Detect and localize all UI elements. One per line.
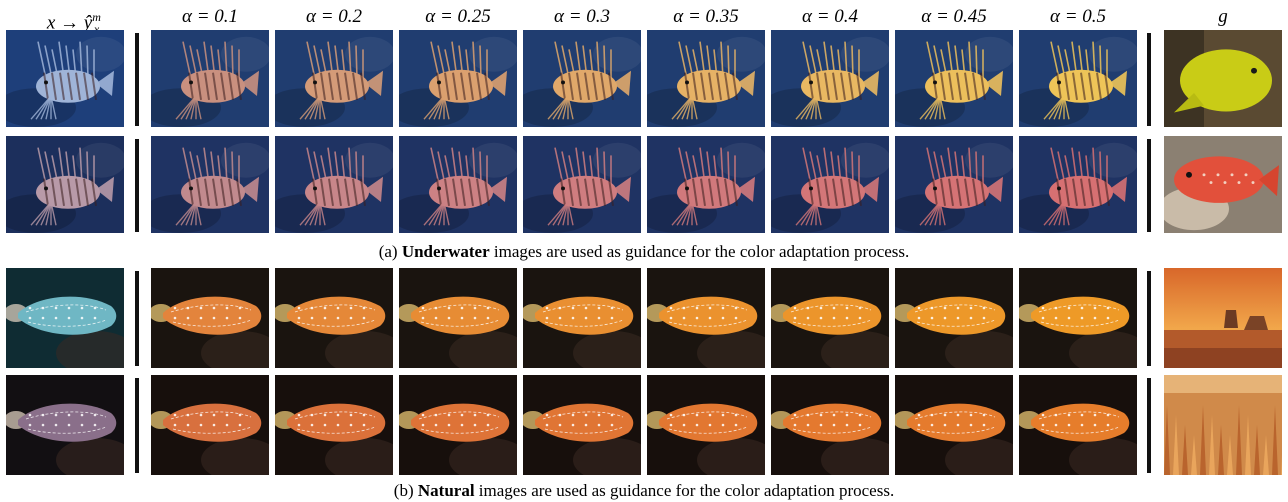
result-image-row-0-alpha-5 — [771, 30, 889, 127]
result-image-row-3-alpha-2 — [399, 375, 517, 475]
separator-left-bottom2 — [135, 378, 139, 473]
result-image-row-0-alpha-3 — [523, 30, 641, 127]
input-image-row-0 — [6, 30, 124, 127]
caption-a-prefix: (a) — [378, 242, 402, 261]
caption-b-rest: images are used as guidance for the colo… — [474, 481, 895, 500]
result-image-row-1-alpha-1 — [275, 136, 393, 233]
result-image-row-0-alpha-7 — [1019, 30, 1137, 127]
guide-image-row-3 — [1164, 375, 1282, 475]
header-guide: g — [1164, 4, 1282, 30]
result-image-row-2-alpha-0 — [151, 268, 269, 368]
result-image-row-3-alpha-4 — [647, 375, 765, 475]
separator-right-bottom — [1147, 271, 1151, 366]
guide-image-row-2 — [1164, 268, 1282, 368]
header-alpha-4: α = 0.35 — [673, 6, 739, 27]
result-image-row-2-alpha-3 — [523, 268, 641, 368]
separator-left-bottom — [135, 271, 139, 366]
caption-a: (a) Underwater images are used as guidan… — [0, 241, 1288, 263]
guide-image-row-0 — [1164, 30, 1282, 127]
caption-a-bold: Underwater — [401, 242, 490, 261]
result-image-row-2-alpha-4 — [647, 268, 765, 368]
result-image-row-0-alpha-2 — [399, 30, 517, 127]
input-image-row-1 — [6, 136, 124, 233]
input-image-row-3 — [6, 375, 124, 475]
separator-left-top2 — [135, 139, 139, 232]
result-image-row-0-alpha-0 — [151, 30, 269, 127]
result-image-row-2-alpha-5 — [771, 268, 889, 368]
result-image-row-1-alpha-6 — [895, 136, 1013, 233]
header-alpha-0: α = 0.1 — [181, 6, 239, 27]
result-image-row-1-alpha-2 — [399, 136, 517, 233]
result-image-row-3-alpha-6 — [895, 375, 1013, 475]
header-alpha-3: α = 0.3 — [553, 6, 611, 27]
result-image-row-3-alpha-3 — [523, 375, 641, 475]
result-image-row-0-alpha-1 — [275, 30, 393, 127]
result-image-row-2-alpha-1 — [275, 268, 393, 368]
caption-a-rest: images are used as guidance for the colo… — [489, 242, 910, 261]
result-image-row-3-alpha-5 — [771, 375, 889, 475]
caption-b: (b) Natural images are used as guidance … — [0, 480, 1288, 502]
caption-b-bold: Natural — [417, 481, 475, 500]
result-image-row-3-alpha-0 — [151, 375, 269, 475]
separator-left-top — [135, 33, 139, 126]
header-alpha-2: α = 0.25 — [425, 6, 491, 27]
result-image-row-2-alpha-7 — [1019, 268, 1137, 368]
result-image-row-1-alpha-4 — [647, 136, 765, 233]
header-alpha-6: α = 0.45 — [921, 6, 987, 27]
guide-image-row-1 — [1164, 136, 1282, 233]
header-alpha-5: α = 0.4 — [801, 6, 859, 27]
separator-right-top2 — [1147, 139, 1151, 232]
header-input-sub: x — [93, 22, 100, 37]
header-alpha-7: α = 0.5 — [1049, 6, 1107, 27]
header-guide-text: g — [1218, 6, 1228, 27]
input-image-row-2 — [6, 268, 124, 368]
result-image-row-3-alpha-1 — [275, 375, 393, 475]
header-input-text: x → ŷ — [46, 12, 93, 34]
separator-right-top — [1147, 33, 1151, 126]
result-image-row-1-alpha-3 — [523, 136, 641, 233]
header-input: x → ŷmx — [8, 4, 138, 36]
result-image-row-2-alpha-2 — [399, 268, 517, 368]
result-image-row-1-alpha-5 — [771, 136, 889, 233]
separator-right-bottom2 — [1147, 378, 1151, 473]
result-image-row-1-alpha-7 — [1019, 136, 1137, 233]
result-image-row-3-alpha-7 — [1019, 375, 1137, 475]
header-input-sup: m — [92, 10, 101, 24]
result-image-row-0-alpha-6 — [895, 30, 1013, 127]
result-image-row-0-alpha-4 — [647, 30, 765, 127]
caption-b-prefix: (b) — [393, 481, 418, 500]
result-image-row-1-alpha-0 — [151, 136, 269, 233]
result-image-row-2-alpha-6 — [895, 268, 1013, 368]
header-alpha-1: α = 0.2 — [305, 6, 363, 27]
